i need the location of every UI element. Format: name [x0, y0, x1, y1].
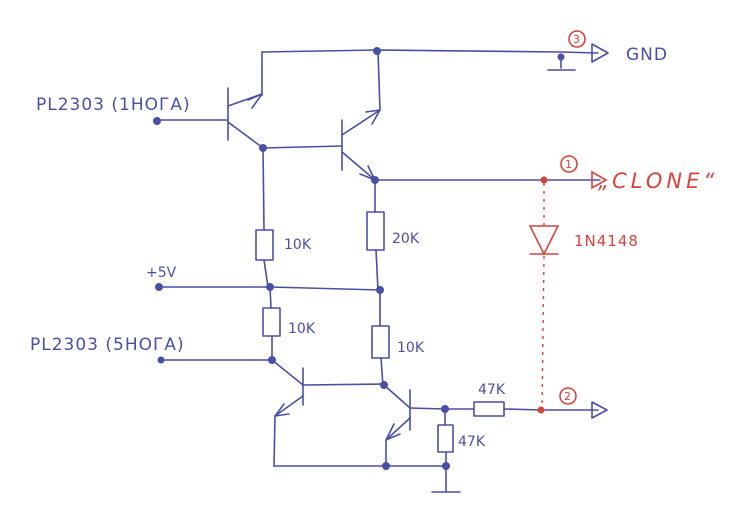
out1-number: 1 [565, 158, 573, 171]
resistor-47k-shunt [437, 424, 454, 453]
out2-arrow-icon [591, 401, 608, 419]
out1-circle [560, 155, 578, 173]
junction-dot [373, 47, 381, 55]
resistor-10k-mid-right [371, 325, 390, 359]
emitter-arrow-icon [247, 93, 263, 109]
out1-junction-dot [540, 176, 548, 184]
clone-label: „CLONE“ [598, 169, 718, 193]
r-top-right-label: 20K [392, 231, 420, 247]
input-pin1-dot [153, 117, 161, 125]
out2-junction-dot [537, 406, 545, 414]
out2-circle [559, 387, 577, 405]
diode-icon [528, 225, 560, 256]
gnd-rail [261, 43, 609, 96]
resistor-47k-series [473, 401, 505, 417]
ground-symbol [547, 56, 576, 71]
resistor-10k-mid-left [262, 307, 281, 337]
diode-1n4148 [528, 183, 560, 411]
pl2303-pin1-label: PL2303 (1НОГА) [36, 95, 191, 115]
junction-dot [442, 462, 450, 470]
gnd-label: GND [626, 45, 668, 65]
diode-label: 1N4148 [574, 232, 639, 250]
r-top-left-label: 10K [284, 237, 312, 253]
out2-number: 2 [564, 390, 572, 403]
transistor-q2 [341, 49, 381, 181]
emitter-arrow-icon [385, 423, 401, 441]
resistor-10k-top [255, 229, 274, 261]
gnd-arrow-icon [591, 43, 609, 63]
transistor-q3 [271, 359, 385, 467]
out3-number: 3 [573, 33, 581, 46]
out1-arrow-icon [591, 170, 608, 190]
resistor-20k [366, 211, 385, 251]
r-mid-right-label: 10K [397, 340, 425, 356]
supply-dot [155, 283, 163, 291]
out3-circle [568, 30, 586, 48]
pl2303-pin5-label: PL2303 (5НОГА) [30, 335, 185, 355]
input-pin5-dot [157, 356, 165, 364]
supply-label: +5V [146, 265, 177, 281]
junction-dot [382, 462, 390, 470]
r-shunt-label: 47K [458, 434, 486, 450]
emitter-arrow-icon [274, 403, 290, 417]
r-mid-left-label: 10K [288, 321, 316, 337]
transistor-q1 [153, 87, 264, 149]
transistor-q4 [383, 384, 411, 467]
r-series-label: 47K [478, 382, 506, 398]
